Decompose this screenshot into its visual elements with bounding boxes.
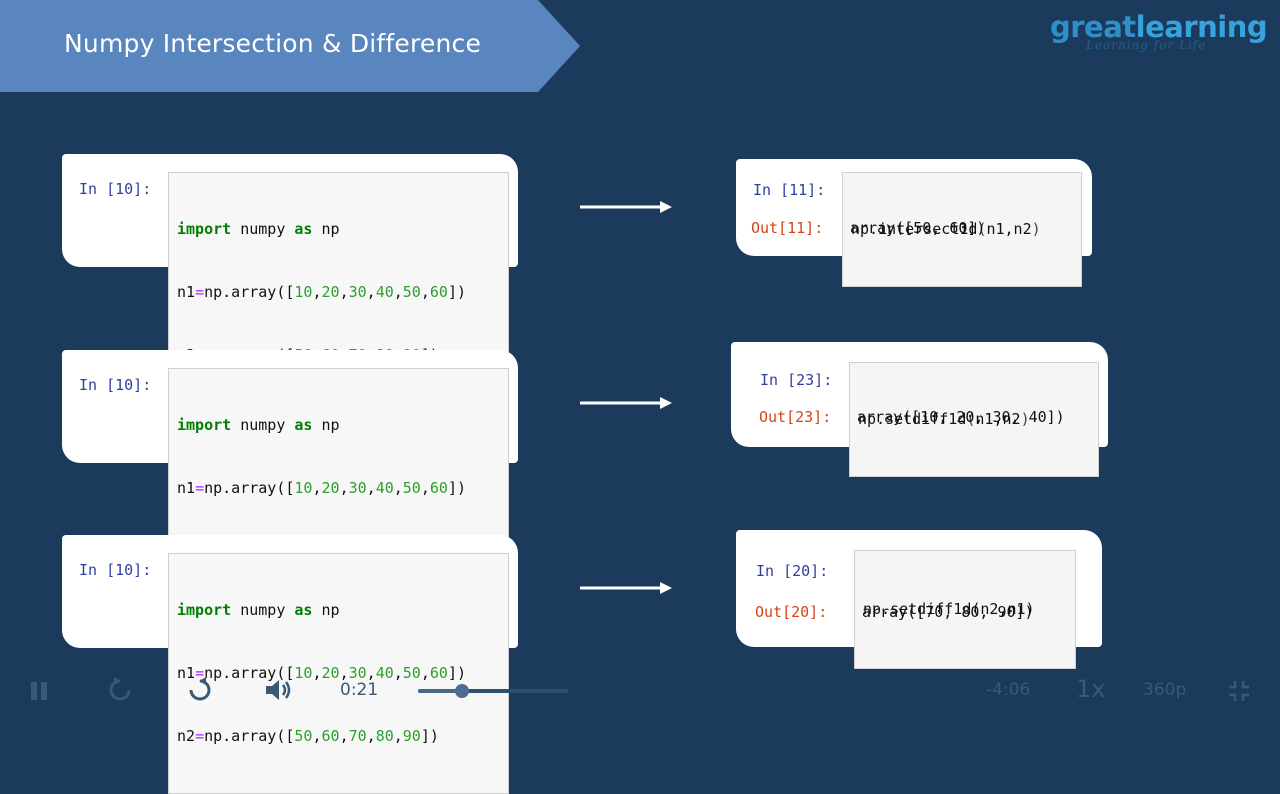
volume-icon[interactable] bbox=[264, 677, 294, 703]
arrow-right-icon bbox=[580, 201, 672, 213]
logo-wordmark: greatlearning bbox=[1050, 10, 1268, 44]
result-in-prompt: In [11]: bbox=[753, 181, 826, 199]
out-prompt: Out[23]: bbox=[759, 408, 832, 426]
playback-speed-button[interactable]: 1x bbox=[1076, 675, 1106, 703]
slide-title: Numpy Intersection & Difference bbox=[64, 29, 482, 58]
result-code-line: np.intersect1d(n1,n2) bbox=[851, 220, 1041, 238]
logo-word-learning: learning bbox=[1135, 10, 1268, 44]
code-line-2: n1=np.array([10,20,30,40,50,60]) bbox=[177, 664, 466, 682]
result-code-line: np.setdiff1d(n1,n2) bbox=[858, 410, 1030, 428]
code-line-2: n1=np.array([10,20,30,40,50,60]) bbox=[177, 479, 466, 497]
out-prompt: Out[11]: bbox=[751, 219, 824, 237]
code-line-1: import numpy as np bbox=[177, 220, 340, 238]
title-banner: Numpy Intersection & Difference bbox=[0, 0, 580, 92]
video-player-controls: 0:21 -4:06 1x 360p bbox=[0, 662, 1280, 720]
arrow-right-icon bbox=[580, 397, 672, 409]
progress-bar[interactable] bbox=[418, 684, 568, 698]
current-time: 0:21 bbox=[340, 680, 379, 700]
result-code-input[interactable]: np.setdiff1d(n2,n1) bbox=[854, 550, 1076, 669]
arrow-right-icon bbox=[580, 582, 672, 594]
result-code-line: np.setdiff1d(n2,n1) bbox=[863, 600, 1035, 618]
code-line-1: import numpy as np bbox=[177, 416, 340, 434]
out-prompt: Out[20]: bbox=[755, 603, 828, 621]
progress-fill bbox=[418, 689, 462, 693]
code-line-3: n2=np.array([50,60,70,80,90]) bbox=[177, 727, 439, 745]
in-prompt: In [10]: bbox=[79, 376, 152, 394]
result-code-input[interactable]: np.intersect1d(n1,n2) bbox=[842, 172, 1082, 287]
result-code-input[interactable]: np.setdiff1d(n1,n2) bbox=[849, 362, 1099, 477]
result-in-prompt: In [20]: bbox=[756, 562, 829, 580]
result-in-prompt: In [23]: bbox=[760, 371, 833, 389]
result-cell-card-3: In [20]: np.setdiff1d(n2,n1) Out[20]: ar… bbox=[736, 530, 1102, 669]
code-cell-card-3: In [10]: import numpy as np n1=np.array(… bbox=[62, 535, 518, 794]
code-line-1: import numpy as np bbox=[177, 601, 340, 619]
result-cell-card-1: In [11]: np.intersect1d(n1,n2) Out[11]: … bbox=[736, 159, 1092, 287]
code-cell-card-1: In [10]: import numpy as np n1=np.array(… bbox=[62, 154, 518, 413]
in-prompt: In [10]: bbox=[79, 561, 152, 579]
logo-word-great: great bbox=[1050, 10, 1136, 44]
quality-button[interactable]: 360p bbox=[1143, 680, 1187, 700]
code-cell-card-2: In [10]: import numpy as np n1=np.array(… bbox=[62, 350, 518, 609]
code-line-2: n1=np.array([10,20,30,40,50,60]) bbox=[177, 283, 466, 301]
result-cell-card-2: In [23]: np.setdiff1d(n1,n2) Out[23]: ar… bbox=[731, 342, 1108, 477]
pause-icon[interactable] bbox=[28, 680, 50, 702]
logo-tagline: Learning for Life bbox=[1086, 38, 1207, 52]
in-prompt: In [10]: bbox=[79, 180, 152, 198]
remaining-time: -4:06 bbox=[986, 680, 1031, 700]
forward-icon[interactable] bbox=[186, 676, 214, 704]
rewind-icon[interactable] bbox=[106, 676, 134, 704]
scrubber-handle[interactable] bbox=[454, 684, 469, 698]
exit-fullscreen-icon[interactable] bbox=[1227, 679, 1251, 703]
output-value: array([70, 80, 90]) bbox=[862, 603, 1034, 621]
output-value: array([10, 20, 30, 40]) bbox=[857, 408, 1065, 426]
output-value: array([50, 60]) bbox=[850, 219, 986, 237]
greatlearning-logo: greatlearning Learning for Life bbox=[1050, 10, 1268, 60]
